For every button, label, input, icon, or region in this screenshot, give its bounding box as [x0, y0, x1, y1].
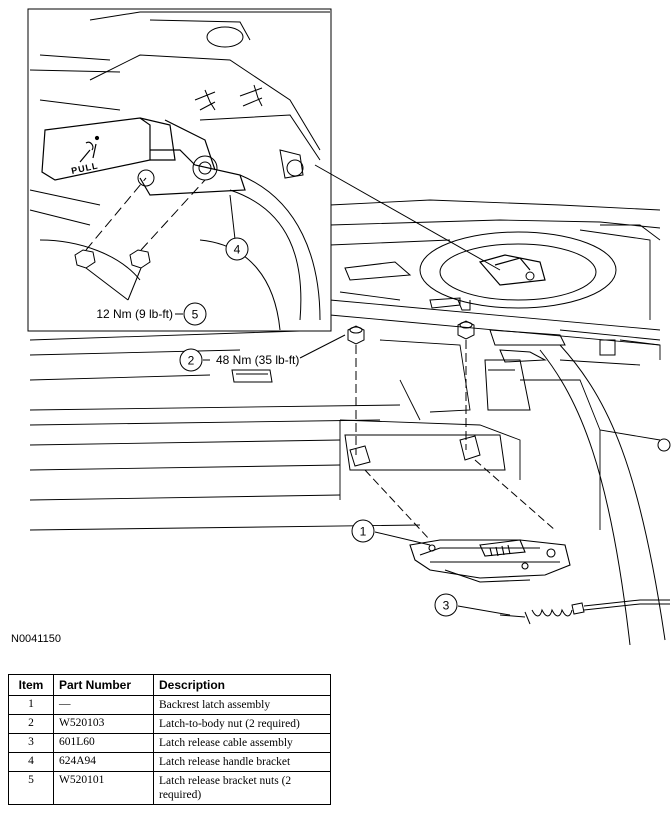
- table-row: 2 W520103 Latch-to-body nut (2 required): [8, 714, 331, 734]
- callout-2-torque: 48 Nm (35 lb-ft): [216, 353, 299, 367]
- row-part-number: 601L60: [53, 733, 154, 753]
- callout-3-leader: [457, 605, 511, 616]
- figure-id: N0041150: [11, 633, 61, 645]
- callout-5-torque: 12 Nm (9 lb-ft): [96, 307, 173, 321]
- nut-2-right: [457, 299, 475, 450]
- parts-table: Item Part Number Description 1 — Backres…: [8, 674, 331, 805]
- mount-ring: [344, 231, 617, 309]
- callout-3-number: 3: [443, 599, 450, 613]
- table-row: 5 W520101 Latch release bracket nuts (2 …: [8, 771, 331, 805]
- header-item: Item: [8, 674, 54, 696]
- header-description: Description: [153, 674, 331, 696]
- callout-4: 4: [225, 237, 249, 261]
- row-description: Latch release handle bracket: [153, 752, 331, 772]
- row-item: 5: [8, 771, 54, 805]
- callout-2-number: 2: [188, 354, 195, 368]
- callout-4-number: 4: [234, 243, 241, 257]
- release-handle: [41, 117, 246, 196]
- backrest-latch-assembly: [409, 539, 571, 583]
- nut-2-left: [347, 325, 365, 455]
- row-part-number: W520101: [53, 771, 154, 805]
- callout-5: 5 12 Nm (9 lb-ft): [96, 302, 207, 326]
- latch-release-cable: [499, 599, 670, 625]
- row-item: 2: [8, 714, 54, 734]
- row-part-number: 624A94: [53, 752, 154, 772]
- body-panel-lines: [29, 199, 661, 531]
- callout-5-leader-a: [85, 267, 129, 301]
- row-item: 4: [8, 752, 54, 772]
- detail-leader-line: [314, 164, 501, 271]
- row-description: Latch release bracket nuts (2 required): [153, 771, 331, 805]
- row-item: 3: [8, 733, 54, 753]
- callout-1-number: 1: [360, 525, 367, 539]
- callout-1-leader: [374, 531, 431, 546]
- row-description: Latch release cable assembly: [153, 733, 331, 753]
- callout-2: 2 48 Nm (35 lb-ft): [179, 348, 299, 372]
- row-item: 1: [8, 695, 54, 715]
- table-row: 3 601L60 Latch release cable assembly: [8, 733, 331, 753]
- callout-3: 3: [434, 593, 458, 617]
- table-row: 1 — Backrest latch assembly: [8, 695, 331, 715]
- row-part-number: —: [53, 695, 154, 715]
- bracket-nuts: [74, 84, 304, 269]
- detail-inset: [27, 8, 332, 332]
- header-part-number: Part Number: [53, 674, 154, 696]
- callout-5-number: 5: [192, 308, 199, 322]
- seat-belt-strap: [484, 329, 671, 646]
- callout-5-leader-b: [127, 267, 142, 301]
- exploded-view-diagram: 1 2 48 Nm (35 lb-ft) 3 4 5 12 Nm (9 lb-f…: [27, 8, 671, 646]
- callout-1: 1: [351, 519, 375, 543]
- table-row: 4 624A94 Latch release handle bracket: [8, 752, 331, 772]
- row-part-number: W520103: [53, 714, 154, 734]
- striker-bar: [344, 434, 556, 541]
- table-header-row: Item Part Number Description: [8, 674, 331, 696]
- row-description: Backrest latch assembly: [153, 695, 331, 715]
- callout-2-leader-b: [299, 334, 346, 359]
- row-description: Latch-to-body nut (2 required): [153, 714, 331, 734]
